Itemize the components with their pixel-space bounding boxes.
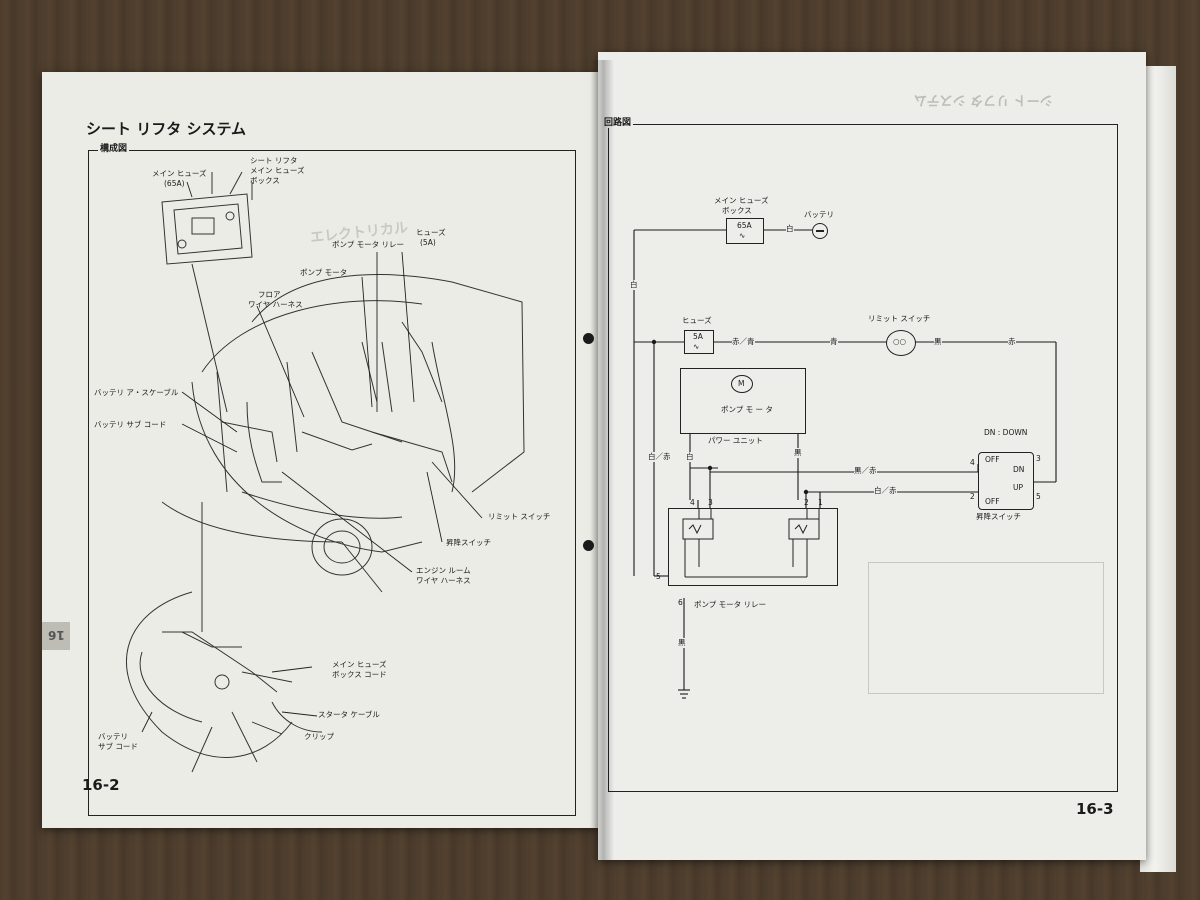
wire-color-black: 黒 xyxy=(934,337,942,347)
wire-color-white-red: 白／赤 xyxy=(648,452,671,462)
label-battery-sub2-1: バッテリ xyxy=(98,732,128,741)
lift-pin-5: 5 xyxy=(1036,492,1041,501)
label-starter-cable: スタータ ケーブル xyxy=(318,710,380,719)
page-stack-edge xyxy=(1140,66,1176,872)
circuit-wiring xyxy=(633,229,1057,699)
lift-pin-3: 3 xyxy=(1036,454,1041,463)
wire-color-white-3: 白 xyxy=(686,452,694,462)
section-label: 構成図 xyxy=(98,144,130,154)
main-fuse-box: 65A ∿ xyxy=(726,218,764,244)
limit-switch-symbol: ○○ xyxy=(886,330,916,356)
book-gutter xyxy=(590,60,614,860)
chapter-tab: 16 xyxy=(42,622,70,650)
label-power-unit: パワー ユニット xyxy=(708,436,763,445)
label-main-fuse: メイン ヒューズ xyxy=(152,169,207,178)
label-limit-switch: リミット スイッチ xyxy=(488,512,551,521)
label-lift-switch: 昇降スイッチ xyxy=(976,512,1021,521)
wire-color-black-3: 黒 xyxy=(678,638,686,648)
label-seat-lifter-3: ボックス xyxy=(250,176,280,185)
relay-pin-1: 1 xyxy=(818,498,823,507)
fuse-5a: 5A ∿ xyxy=(684,330,714,354)
label-clip: クリップ xyxy=(304,732,334,741)
wire-color-black-2: 黒 xyxy=(794,448,802,458)
relay-pin-6: 6 xyxy=(678,598,683,607)
binding-hole-bottom xyxy=(583,540,594,551)
label-fuse-box-cord-1: メイン ヒューズ xyxy=(332,660,387,669)
label-seat-lifter-1: シート リフタ xyxy=(250,156,298,165)
label-pump-motor: ポンプ モ ー タ xyxy=(721,405,773,414)
label-fuse: ヒューズ xyxy=(682,316,712,325)
label-dn-down: DN : DOWN xyxy=(984,428,1028,437)
relay-pin-5: 5 xyxy=(656,572,661,581)
label-limit-switch: リミット スイッチ xyxy=(868,314,931,323)
label-pump-relay: ポンプ モータ リレー xyxy=(332,240,405,249)
lift-switch-box: OFF DN UP OFF xyxy=(978,452,1034,510)
wire-color-red: 赤 xyxy=(1008,337,1016,347)
label-fuse-amp: (5A) xyxy=(420,238,436,247)
lift-pin-4: 4 xyxy=(970,458,975,467)
label-seat-lifter-2: メイン ヒューズ xyxy=(250,166,305,175)
wire-color-black-red: 黒／赤 xyxy=(854,466,877,476)
left-page: シート リフタ システム 構成図 エレクトリカル xyxy=(42,72,600,828)
relay-pin-4: 4 xyxy=(690,498,695,507)
pump-relay-box xyxy=(668,508,838,586)
component-illustration xyxy=(125,171,525,773)
wire-color-white-2: 白 xyxy=(630,280,638,290)
page-title: シート リフタ システム xyxy=(86,120,246,138)
power-unit-box: M ポンプ モ ー タ xyxy=(680,368,806,434)
label-pump-relay: ポンプ モータ リレー xyxy=(694,600,767,609)
page-number: 16-3 xyxy=(1076,800,1114,818)
label-battery-sub2-2: サブ コード xyxy=(98,742,138,751)
page-number: 16-2 xyxy=(82,776,120,794)
label-engine-2: ワイヤ ハーネス xyxy=(416,576,471,585)
wire-color-blue: 青 xyxy=(830,337,838,347)
right-page: シート リフタ システム 回路図 xyxy=(598,52,1146,860)
relay-pin-2: 2 xyxy=(804,498,809,507)
section-label: 回路図 xyxy=(602,118,634,128)
label-pump-motor: ポンプ モータ xyxy=(300,268,348,277)
label-main-fuse-1: メイン ヒューズ xyxy=(714,196,769,205)
label-floor-2: ワイヤ ハーネス xyxy=(248,300,303,309)
relay-pin-3: 3 xyxy=(708,498,713,507)
label-lift-switch: 昇降スイッチ xyxy=(446,538,491,547)
wire-color-white: 白 xyxy=(786,224,794,234)
label-main-fuse-2: ボックス xyxy=(722,206,752,215)
diagram-frame xyxy=(88,150,576,816)
wire-color-white-red-2: 白／赤 xyxy=(874,486,897,496)
battery-symbol xyxy=(812,223,828,239)
label-main-fuse-amp: (65A) xyxy=(164,179,185,188)
label-battery: バッテリ xyxy=(804,210,834,219)
label-battery-sub: バッテリ サブ コード xyxy=(94,420,167,429)
label-engine-1: エンジン ルーム xyxy=(416,566,471,575)
lift-pin-2: 2 xyxy=(970,492,975,501)
diagram-frame xyxy=(608,124,1118,792)
label-battery-cable: バッテリ ア・スケーブル xyxy=(94,388,179,397)
label-floor-1: フロア xyxy=(258,290,281,299)
motor-symbol: M xyxy=(731,375,753,393)
label-fuse-box-cord-2: ボックス コード xyxy=(332,670,387,679)
binding-hole-top xyxy=(583,333,594,344)
label-fuse: ヒューズ xyxy=(416,228,446,237)
bleed-through-table xyxy=(868,562,1104,694)
wire-color-red-blue: 赤／青 xyxy=(732,337,755,347)
